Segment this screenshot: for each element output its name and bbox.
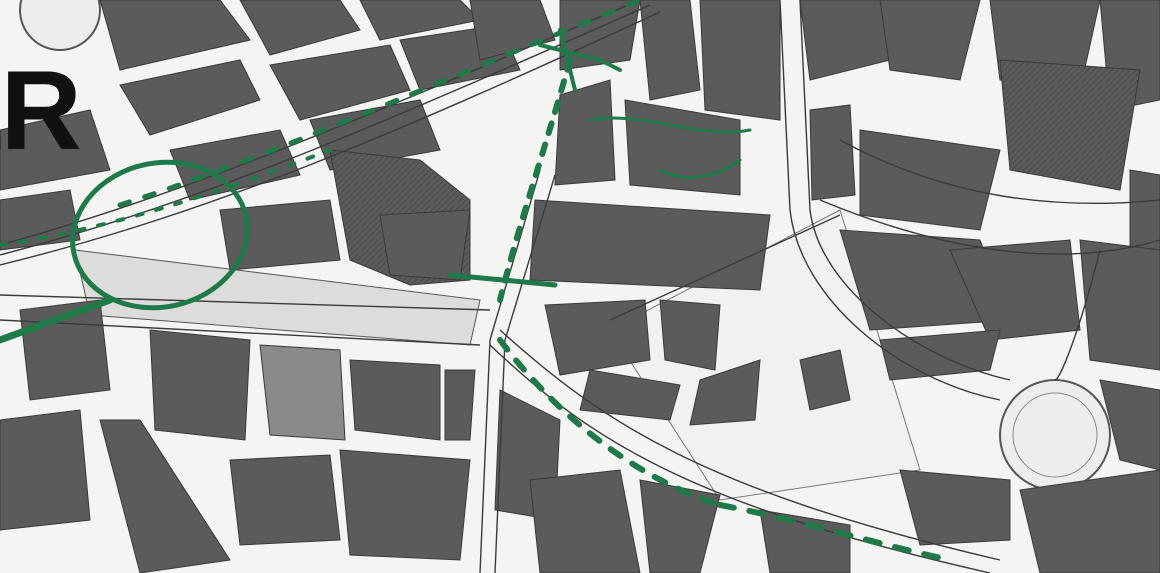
handwritten-annotations <box>0 0 953 563</box>
headline-text: ER <box>0 48 82 173</box>
plazas <box>19 0 1111 501</box>
